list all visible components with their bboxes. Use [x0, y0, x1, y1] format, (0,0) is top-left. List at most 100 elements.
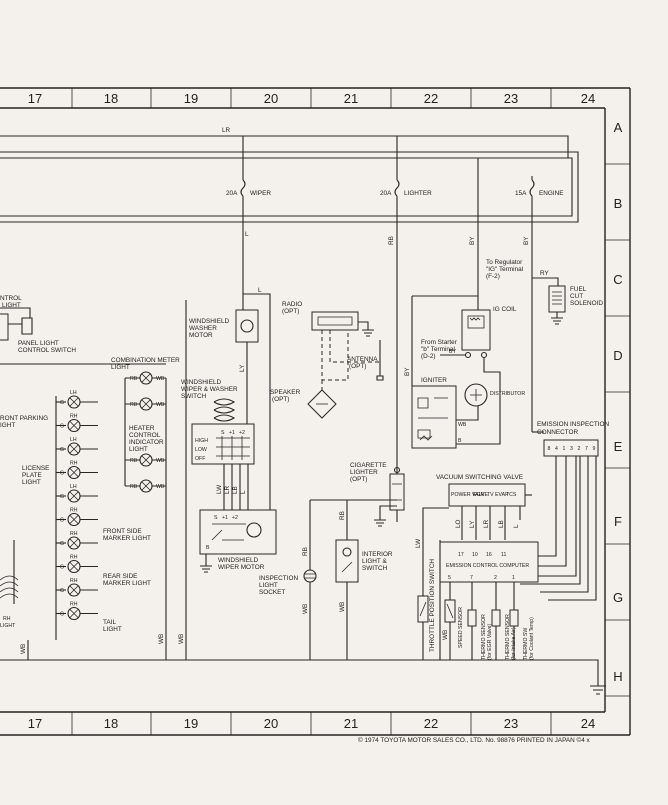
lamp-filament-1: [69, 421, 79, 430]
col-label-20: 20: [264, 91, 278, 106]
lamp-g-8: G: [60, 588, 64, 594]
fuse-lighter-amp: 20A: [380, 190, 392, 197]
col-label-19: 19: [184, 91, 198, 106]
heater-line-3: INDICATOR: [129, 439, 164, 446]
col-label-19-bottom: 19: [184, 716, 198, 731]
computer-pin-10: 10: [472, 552, 478, 558]
row-label-a: A: [614, 120, 623, 135]
lamp-letter-0: LH: [70, 390, 77, 396]
combo-meter-line-2: LIGHT: [111, 364, 130, 371]
emission-control-computer: EMISSION CONTROL COMPUTER 17 10 16 11 5 …: [439, 456, 597, 610]
switch-term-1: +1: [229, 430, 235, 436]
col-label-23: 23: [504, 91, 518, 106]
fuse-block-outline: [0, 151, 579, 223]
lamp-g-6: G: [60, 541, 64, 547]
wire-label-ry: RY: [540, 270, 549, 277]
diagram-frame: [0, 87, 631, 736]
speaker: SPEAKER (OPT): [270, 380, 337, 419]
cig-lighter-line-1: CIGARETTE: [350, 462, 387, 469]
inspection-line-2: LIGHT: [259, 582, 278, 589]
vacuum-valve-label: VACUUM SWITCHING VALVE: [436, 474, 523, 481]
fuel-cut-line-1: FUEL: [570, 286, 587, 293]
wire-label-l-sw: L: [240, 490, 247, 494]
from-starter-line-3: (D-2): [421, 353, 436, 360]
front-parking-line-1: RONT PARKING: [0, 415, 48, 422]
front-side-line-1: FRONT SIDE: [103, 528, 142, 535]
cigarette-lighter: CIGARETTE LIGHTER (OPT): [350, 462, 405, 527]
wiper-switch-line-2: WIPER & WASHER: [181, 386, 238, 393]
lamp-filament-3: [69, 468, 79, 477]
rear-side-line-2: MARKER LIGHT: [103, 580, 151, 587]
thermo-switch-coolant: THERMO SW (for Coolant Temp): [509, 609, 535, 660]
wire-label-rb-int: RB: [339, 511, 346, 520]
thermo-sensor-egr: THERMO SENSOR (for EGR Valve): [467, 609, 493, 660]
switch-term-2: +2: [239, 430, 245, 436]
washer-motor-line-2: WASHER: [189, 325, 217, 332]
antenna: ANTENNA (OPT): [347, 340, 384, 381]
lamp-filament-7: [69, 562, 79, 571]
wire-label-by-igniter: BY: [404, 367, 411, 376]
wiper-motor-line-1: WINDSHIELD: [218, 557, 259, 564]
copyright-footer: © 1974 TOYOTA MOTOR SALES CO., LTD. No. …: [358, 736, 591, 744]
wire-label-lw-sw: LW: [216, 484, 223, 494]
col-label-24: 24: [581, 91, 595, 106]
motor-term-2: +2: [232, 515, 238, 521]
lamp-g-1: G: [60, 424, 64, 430]
emission-computer-label: EMISSION CONTROL COMPUTER: [446, 563, 529, 569]
radio-line-2: (OPT): [282, 308, 299, 315]
motor-term-s: S: [214, 515, 218, 521]
lamp-filament-9: [69, 609, 79, 618]
motor-term-b: B: [206, 545, 210, 551]
heater-control-indicator: HEATER CONTROL INDICATOR LIGHT RB WB RB …: [125, 300, 187, 660]
lamp-letter-4: LH: [70, 484, 77, 490]
wire-label-ly-f: LY: [469, 520, 476, 528]
computer-pin-11: 11: [501, 552, 506, 558]
valve-port-tv: TV EVAP: [487, 492, 509, 498]
license-line-1: LICENSE: [22, 465, 49, 472]
wire-label-ly: LY: [239, 364, 246, 372]
wire-label-wb-meter: WB: [158, 634, 165, 644]
valve-port-tcs: TCS: [506, 492, 517, 498]
switch-mode-low: LOW: [195, 447, 207, 453]
computer-pin-5: 5: [448, 575, 451, 581]
lamp-letter-5: RH: [70, 508, 78, 514]
computer-pin-2: 2: [494, 575, 497, 581]
row-label-b: B: [614, 196, 623, 211]
col-label-21-bottom: 21: [344, 716, 358, 731]
lamp-filament-4: [69, 491, 79, 501]
wire-label-lb-sw: LB: [232, 486, 239, 494]
regulator-line-2: "IG" Terminal: [486, 266, 523, 273]
col-label-17-bottom: 17: [28, 716, 42, 731]
row-label-g: G: [613, 590, 623, 605]
heater-rb-1: RB: [130, 458, 138, 464]
lamp-g-9: G: [60, 612, 64, 618]
combo-rb-1: RB: [130, 376, 138, 382]
cig-lighter-line-3: (OPT): [350, 476, 367, 483]
front-side-line-2: MARKER LIGHT: [103, 535, 151, 542]
speed-sensor-label: SPEED SENSOR: [458, 607, 464, 648]
ig-coil-label: IG COIL: [493, 306, 517, 313]
front-parking-line-2: IGHT: [0, 422, 15, 429]
row-label-c: C: [613, 272, 622, 287]
wire-label-lb-f: LB: [498, 520, 505, 528]
from-starter-line-1: From Starter: [421, 339, 458, 346]
computer-pin-17: 17: [458, 552, 464, 558]
ground-bus: [0, 540, 606, 695]
fuse-wiper-name: WIPER: [250, 190, 271, 197]
fuel-cut-solenoid: FUEL CUT SOLENOID: [548, 285, 603, 325]
radio-line-1: RADIO: [282, 301, 302, 308]
col-label-18: 18: [104, 91, 118, 106]
switch-mode-off: OFF: [195, 456, 205, 462]
wire-label-rb-lighter: RB: [388, 236, 395, 245]
speaker-line-2: (OPT): [272, 396, 289, 403]
fuse-lighter-name: LIGHTER: [404, 190, 432, 197]
vacuum-switching-valve: VACUUM SWITCHING VALVE POWER VALVE EGR T…: [436, 474, 532, 540]
thermo-coolant-line-1: THERMO SW: [523, 628, 529, 660]
wire-label-lw: LW: [415, 538, 422, 548]
throttle-switch-label: THROTTLE POSITION SWITCH: [429, 559, 436, 652]
license-line-3: LIGHT: [22, 479, 41, 486]
connector-pin-1: 1: [563, 446, 566, 452]
combo-wb-2: WB: [156, 402, 165, 408]
